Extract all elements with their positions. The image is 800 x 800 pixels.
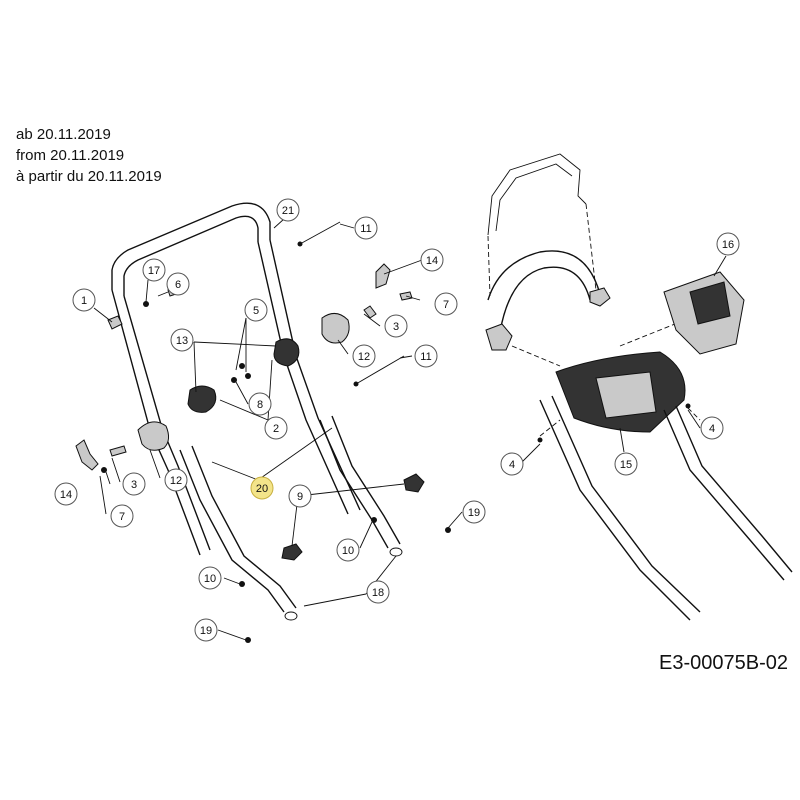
left-small-parts bbox=[75, 221, 451, 643]
svg-text:9: 9 bbox=[297, 491, 303, 503]
callout-20-highlighted: 20 bbox=[250, 476, 274, 500]
callout-10-left: 10 bbox=[198, 566, 222, 590]
svg-text:11: 11 bbox=[420, 351, 431, 363]
callout-6: 6 bbox=[166, 272, 190, 296]
callout-4-left: 4 bbox=[500, 452, 524, 476]
callout-8: 8 bbox=[248, 392, 272, 416]
callout-3-right: 3 bbox=[384, 314, 408, 338]
svg-text:3: 3 bbox=[393, 321, 399, 333]
svg-text:4: 4 bbox=[709, 423, 715, 435]
svg-text:13: 13 bbox=[176, 335, 188, 347]
svg-text:1: 1 bbox=[81, 295, 87, 307]
svg-text:21: 21 bbox=[282, 205, 294, 217]
svg-text:16: 16 bbox=[722, 239, 734, 251]
svg-text:7: 7 bbox=[443, 299, 449, 311]
callout-2: 2 bbox=[264, 416, 288, 440]
svg-text:11: 11 bbox=[360, 223, 371, 235]
date-note-fr: à partir du 20.11.2019 bbox=[16, 168, 162, 185]
callout-16: 16 bbox=[716, 232, 740, 256]
lower-handle-frame bbox=[179, 415, 403, 621]
callout-1: 1 bbox=[72, 288, 96, 312]
svg-text:3: 3 bbox=[131, 479, 137, 491]
date-note-de: ab 20.11.2019 bbox=[16, 126, 111, 143]
svg-text:12: 12 bbox=[170, 475, 182, 487]
assembled-handle-view bbox=[485, 153, 793, 621]
callout-12-left: 12 bbox=[164, 468, 188, 492]
callout-4-right: 4 bbox=[700, 416, 724, 440]
svg-text:7: 7 bbox=[119, 511, 125, 523]
callout-19-right: 19 bbox=[462, 500, 486, 524]
svg-text:4: 4 bbox=[509, 459, 515, 471]
svg-text:10: 10 bbox=[342, 545, 354, 557]
callout-18: 18 bbox=[366, 580, 390, 604]
svg-text:10: 10 bbox=[204, 573, 216, 585]
callout-10-right: 10 bbox=[336, 538, 360, 562]
svg-text:14: 14 bbox=[60, 489, 72, 501]
callout-7-right: 7 bbox=[434, 292, 458, 316]
svg-text:12: 12 bbox=[358, 351, 370, 363]
svg-text:19: 19 bbox=[200, 625, 212, 637]
callout-5: 5 bbox=[244, 298, 268, 322]
svg-text:20: 20 bbox=[256, 483, 268, 495]
callout-21: 21 bbox=[276, 198, 300, 222]
date-note-en: from 20.11.2019 bbox=[16, 147, 125, 164]
callout-12-right: 12 bbox=[352, 344, 376, 368]
svg-text:18: 18 bbox=[372, 587, 384, 599]
svg-text:17: 17 bbox=[148, 265, 160, 277]
callout-7-left: 7 bbox=[110, 504, 134, 528]
svg-text:15: 15 bbox=[620, 459, 632, 471]
callout-14-left: 14 bbox=[54, 482, 78, 506]
callout-9: 9 bbox=[288, 484, 312, 508]
callout-17: 17 bbox=[142, 258, 166, 282]
callout-11-top: 11 bbox=[354, 216, 378, 240]
callout-11-mid: 11 bbox=[414, 344, 438, 368]
upper-handle-frame bbox=[111, 202, 361, 556]
callout-14-right: 14 bbox=[420, 248, 444, 272]
callout-19-left: 19 bbox=[194, 618, 218, 642]
svg-text:19: 19 bbox=[468, 507, 480, 519]
callout-15: 15 bbox=[614, 452, 638, 476]
svg-text:8: 8 bbox=[257, 399, 263, 411]
callout-13: 13 bbox=[170, 328, 194, 352]
svg-text:2: 2 bbox=[273, 423, 279, 435]
drawing-code: E3-00075B-02 bbox=[659, 652, 788, 674]
callout-3-left: 3 bbox=[122, 472, 146, 496]
svg-text:5: 5 bbox=[253, 305, 259, 317]
svg-text:6: 6 bbox=[175, 279, 181, 291]
svg-text:14: 14 bbox=[426, 255, 438, 267]
